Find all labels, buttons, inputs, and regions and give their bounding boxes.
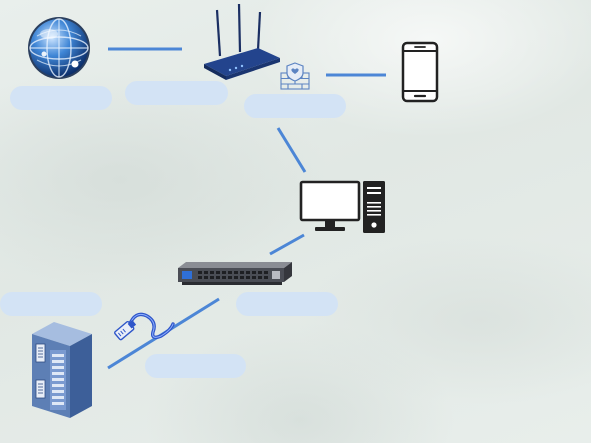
- internet-label: [10, 86, 112, 110]
- wifi-router-icon: [204, 4, 280, 80]
- server-rack-icon: [32, 322, 92, 418]
- ethernet-cable-icon: [114, 312, 175, 341]
- link-firewall-workstation: [276, 127, 307, 173]
- server-link-label: [145, 354, 246, 378]
- network-switch-icon: [178, 262, 292, 285]
- desktop-computer-icon: [299, 180, 385, 233]
- link-workstation-switch: [269, 233, 305, 256]
- globe-icon: [28, 17, 90, 79]
- firewall-label: [244, 94, 346, 118]
- firewall-shield-icon: [280, 62, 310, 90]
- router-label: [125, 81, 228, 105]
- switch-label: [236, 292, 338, 316]
- switch-left-label: [0, 292, 102, 316]
- smartphone-icon: [401, 41, 439, 103]
